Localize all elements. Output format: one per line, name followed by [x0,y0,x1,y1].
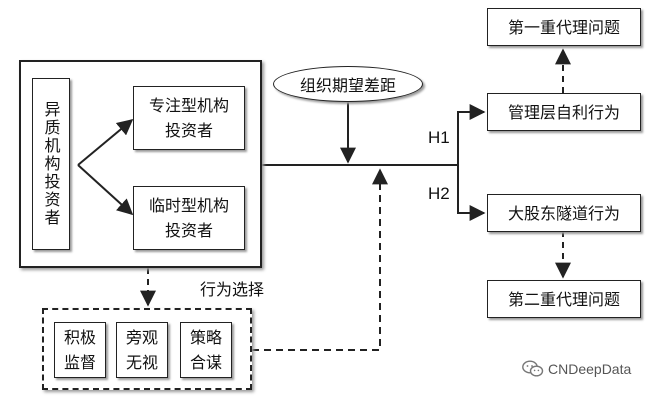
hetero-investors-label: 异质机构投资者 [41,101,61,227]
strategy-passive-watch-label: 旁观 无视 [125,328,158,372]
watermark: CNDeepData [522,360,631,378]
behavior-choice-label: 行为选择 [200,280,265,299]
h2-label: H2 [428,184,450,203]
arrow-h1 [457,104,486,165]
watermark-text: CNDeepData [548,361,632,377]
strategy-group [42,308,252,390]
tunneling-box: 大股东隧道行为 [487,194,641,232]
arrow-feedback-up [252,168,388,351]
mgmt-self-interest-box: 管理层自利行为 [487,93,641,131]
first-agency-problem-label: 第一重代理问题 [507,17,620,37]
strategy-passive-watch-box: 旁观 无视 [116,322,168,378]
investor-group [19,60,262,268]
strategy-active-monitoring-box: 积极 监督 [54,322,106,378]
strategy-active-monitoring-label: 积极 监督 [63,328,96,372]
hetero-investors-box: 异质机构投资者 [32,78,70,250]
first-agency-problem-box: 第一重代理问题 [487,8,641,46]
second-agency-problem-label: 第二重代理问题 [507,289,620,309]
strategy-collusion-box: 策略 合谋 [180,322,232,378]
transient-investors-box: 临时型机构 投资者 [133,186,245,250]
arrow-h2 [457,165,486,221]
transient-investors-label: 临时型机构 投资者 [148,196,229,240]
arrow-to-dedicated [77,118,134,166]
h1-label: H1 [428,128,450,147]
dedicated-investors-label: 专注型机构 投资者 [148,96,229,140]
second-agency-problem-box: 第二重代理问题 [487,280,641,318]
tunneling-label: 大股东隧道行为 [507,203,620,223]
dedicated-investors-box: 专注型机构 投资者 [133,86,245,150]
arrow-to-transient [77,164,134,216]
strategy-collusion-label: 策略 合谋 [189,328,222,372]
org-aspiration-gap-label: 组织期望差距 [299,76,396,95]
org-aspiration-gap-ellipse: 组织期望差距 [273,66,423,102]
mgmt-self-interest-label: 管理层自利行为 [507,102,620,122]
wechat-icon [522,360,544,377]
